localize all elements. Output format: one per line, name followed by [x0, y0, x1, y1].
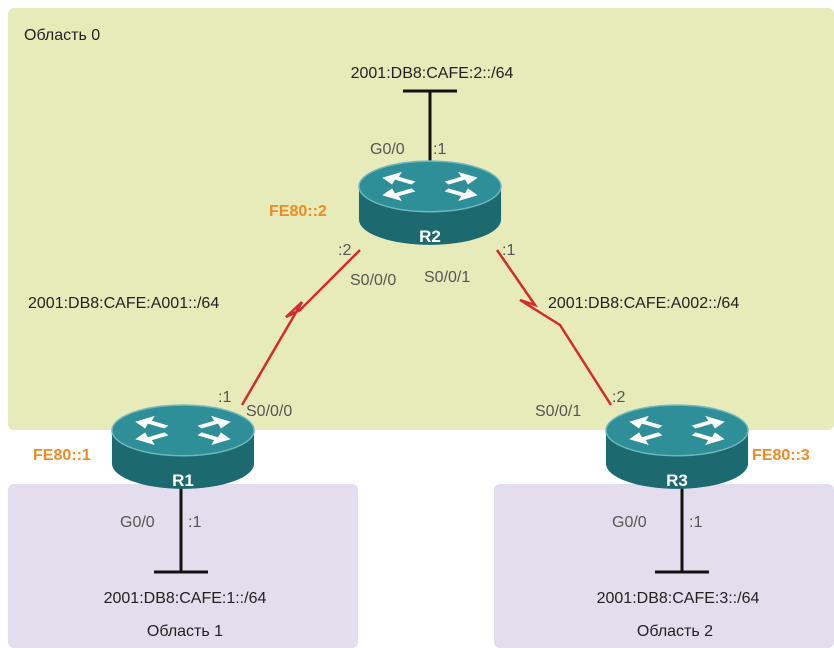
area-2-label: Область 2 — [637, 623, 713, 640]
r3-lan-segment — [655, 488, 709, 574]
r3-lan-prefix: 2001:DB8:CAFE:3::/64 — [597, 590, 760, 607]
r2-link-local: FE80::2 — [269, 203, 327, 220]
r2-g00-interface: G0/0 — [370, 141, 405, 158]
r2-lan-prefix: 2001:DB8:CAFE:2::/64 — [351, 65, 514, 82]
r1-r2-link-prefix: 2001:DB8:CAFE:A001::/64 — [28, 295, 219, 312]
r2-r3-link-prefix: 2001:DB8:CAFE:A002::/64 — [548, 295, 739, 312]
r1-s000-interface: S0/0/0 — [246, 403, 292, 420]
r2-lan-segment — [403, 89, 457, 162]
router-r1-name: R1 — [172, 471, 194, 490]
area-1-label: Область 1 — [147, 623, 223, 640]
area-0-label: Область 0 — [24, 27, 100, 44]
r3-g00-host: :1 — [689, 514, 702, 531]
r2-s000-interface: S0/0/0 — [350, 272, 396, 289]
r1-link-local: FE80::1 — [33, 447, 91, 464]
r1-lan-segment — [154, 488, 208, 574]
r2-s000-host: :2 — [338, 242, 351, 259]
serial-link-r1-r2 — [240, 249, 361, 406]
router-r3-name: R3 — [666, 471, 688, 490]
router-r3[interactable]: R3 — [605, 404, 749, 490]
r2-g00-host: :1 — [433, 141, 446, 158]
r2-s001-host: :1 — [502, 242, 515, 259]
area-1-region — [8, 484, 358, 648]
router-r1[interactable]: R1 — [111, 404, 255, 490]
r1-lan-prefix: 2001:DB8:CAFE:1::/64 — [104, 590, 267, 607]
r3-s001-host: :2 — [612, 389, 625, 406]
r3-g00-interface: G0/0 — [612, 514, 647, 531]
r1-g00-host: :1 — [188, 514, 201, 531]
area-2-region — [494, 484, 834, 648]
router-r2-name: R2 — [419, 227, 441, 246]
serial-link-r2-r3 — [495, 249, 613, 406]
r2-s001-interface: S0/0/1 — [424, 269, 470, 286]
r1-s000-host: :1 — [218, 389, 231, 406]
r3-link-local: FE80::3 — [752, 447, 810, 464]
r1-g00-interface: G0/0 — [120, 514, 155, 531]
router-r2[interactable]: R2 — [358, 160, 502, 246]
r3-s001-interface: S0/0/1 — [535, 403, 581, 420]
